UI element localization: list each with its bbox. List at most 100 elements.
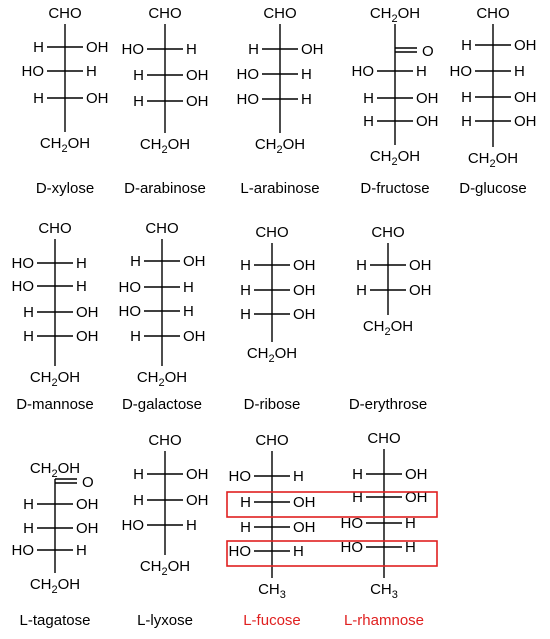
right-substituent: OH xyxy=(293,257,316,274)
right-substituent: OH xyxy=(183,328,206,345)
left-substituent: H xyxy=(461,113,472,130)
left-substituent: HO xyxy=(237,66,260,83)
right-substituent: H xyxy=(76,255,87,272)
right-substituent: OH xyxy=(409,257,432,274)
right-substituent: OH xyxy=(301,41,324,58)
sugar-name: D-xylose xyxy=(36,180,94,197)
left-substituent: H xyxy=(23,304,34,321)
right-substituent: OH xyxy=(293,494,316,511)
right-substituent: OH xyxy=(76,496,99,513)
right-substituent: OH xyxy=(514,37,537,54)
left-substituent: H xyxy=(240,306,251,323)
left-substituent: H xyxy=(130,328,141,345)
bottom-group: CH3 xyxy=(370,581,398,601)
right-substituent: OH xyxy=(186,93,209,110)
left-substituent: HO xyxy=(122,41,145,58)
left-substituent: HO xyxy=(119,279,142,296)
right-substituent: H xyxy=(301,66,312,83)
sugar-name: D-fructose xyxy=(360,180,429,197)
left-substituent: HO xyxy=(229,543,252,560)
right-substituent: H xyxy=(514,63,525,80)
left-substituent: H xyxy=(133,93,144,110)
right-substituent: H xyxy=(86,63,97,80)
highlight-box-1 xyxy=(226,491,438,518)
left-substituent: HO xyxy=(12,542,35,559)
top-group: CHO xyxy=(148,432,181,449)
left-substituent: H xyxy=(130,253,141,270)
top-group: CH2OH xyxy=(30,460,80,480)
carbonyl-oxygen: O xyxy=(82,474,94,491)
right-substituent: OH xyxy=(86,39,109,56)
right-substituent: OH xyxy=(186,466,209,483)
left-substituent: H xyxy=(461,89,472,106)
left-substituent: H xyxy=(23,520,34,537)
left-substituent: H xyxy=(133,492,144,509)
right-substituent: OH xyxy=(416,90,439,107)
right-substituent: H xyxy=(183,279,194,296)
top-group: CHO xyxy=(476,5,509,22)
right-substituent: H xyxy=(293,543,304,560)
sugar-name: L-fucose xyxy=(243,612,301,629)
right-substituent: H xyxy=(293,468,304,485)
right-substituent: H xyxy=(186,41,197,58)
left-substituent: HO xyxy=(229,468,252,485)
sugar-name: D-erythrose xyxy=(349,396,427,413)
right-substituent: H xyxy=(405,539,416,556)
right-substituent: H xyxy=(76,542,87,559)
right-substituent: OH xyxy=(293,519,316,536)
left-substituent: H xyxy=(352,489,363,506)
bottom-group: CH2OH xyxy=(363,318,413,338)
bottom-group: CH2OH xyxy=(247,345,297,365)
bottom-group: CH2OH xyxy=(30,369,80,389)
left-substituent: H xyxy=(240,257,251,274)
right-substituent: OH xyxy=(416,113,439,130)
top-group: CHO xyxy=(371,224,404,241)
top-group: CHO xyxy=(145,220,178,237)
right-substituent: OH xyxy=(293,306,316,323)
right-substituent: H xyxy=(301,91,312,108)
left-substituent: H xyxy=(133,67,144,84)
left-substituent: H xyxy=(248,41,259,58)
bottom-group: CH2OH xyxy=(140,558,190,578)
right-substituent: OH xyxy=(405,466,428,483)
right-substituent: OH xyxy=(514,89,537,106)
sugar-name: L-lyxose xyxy=(137,612,193,629)
sugar-name: D-arabinose xyxy=(124,180,206,197)
left-substituent: H xyxy=(240,494,251,511)
bottom-group: CH2OH xyxy=(468,150,518,170)
sugar-name: L-arabinose xyxy=(240,180,319,197)
left-substituent: H xyxy=(352,466,363,483)
top-group: CHO xyxy=(38,220,71,237)
bottom-group: CH2OH xyxy=(370,148,420,168)
left-substituent: H xyxy=(23,496,34,513)
left-substituent: H xyxy=(363,90,374,107)
left-substituent: H xyxy=(461,37,472,54)
left-substituent: HO xyxy=(122,517,145,534)
left-substituent: H xyxy=(240,282,251,299)
left-substituent: H xyxy=(23,328,34,345)
right-substituent: OH xyxy=(76,520,99,537)
left-substituent: HO xyxy=(341,515,364,532)
left-substituent: H xyxy=(363,113,374,130)
sugar-name: D-ribose xyxy=(244,396,301,413)
top-group: CHO xyxy=(148,5,181,22)
top-group: CHO xyxy=(48,5,81,22)
right-substituent: OH xyxy=(183,253,206,270)
sugar-name: D-glucose xyxy=(459,180,527,197)
bottom-group: CH2OH xyxy=(140,136,190,156)
left-substituent: H xyxy=(240,519,251,536)
left-substituent: HO xyxy=(12,255,35,272)
right-substituent: OH xyxy=(293,282,316,299)
right-substituent: OH xyxy=(409,282,432,299)
right-substituent: H xyxy=(76,278,87,295)
left-substituent: HO xyxy=(352,63,375,80)
right-substituent: OH xyxy=(86,90,109,107)
